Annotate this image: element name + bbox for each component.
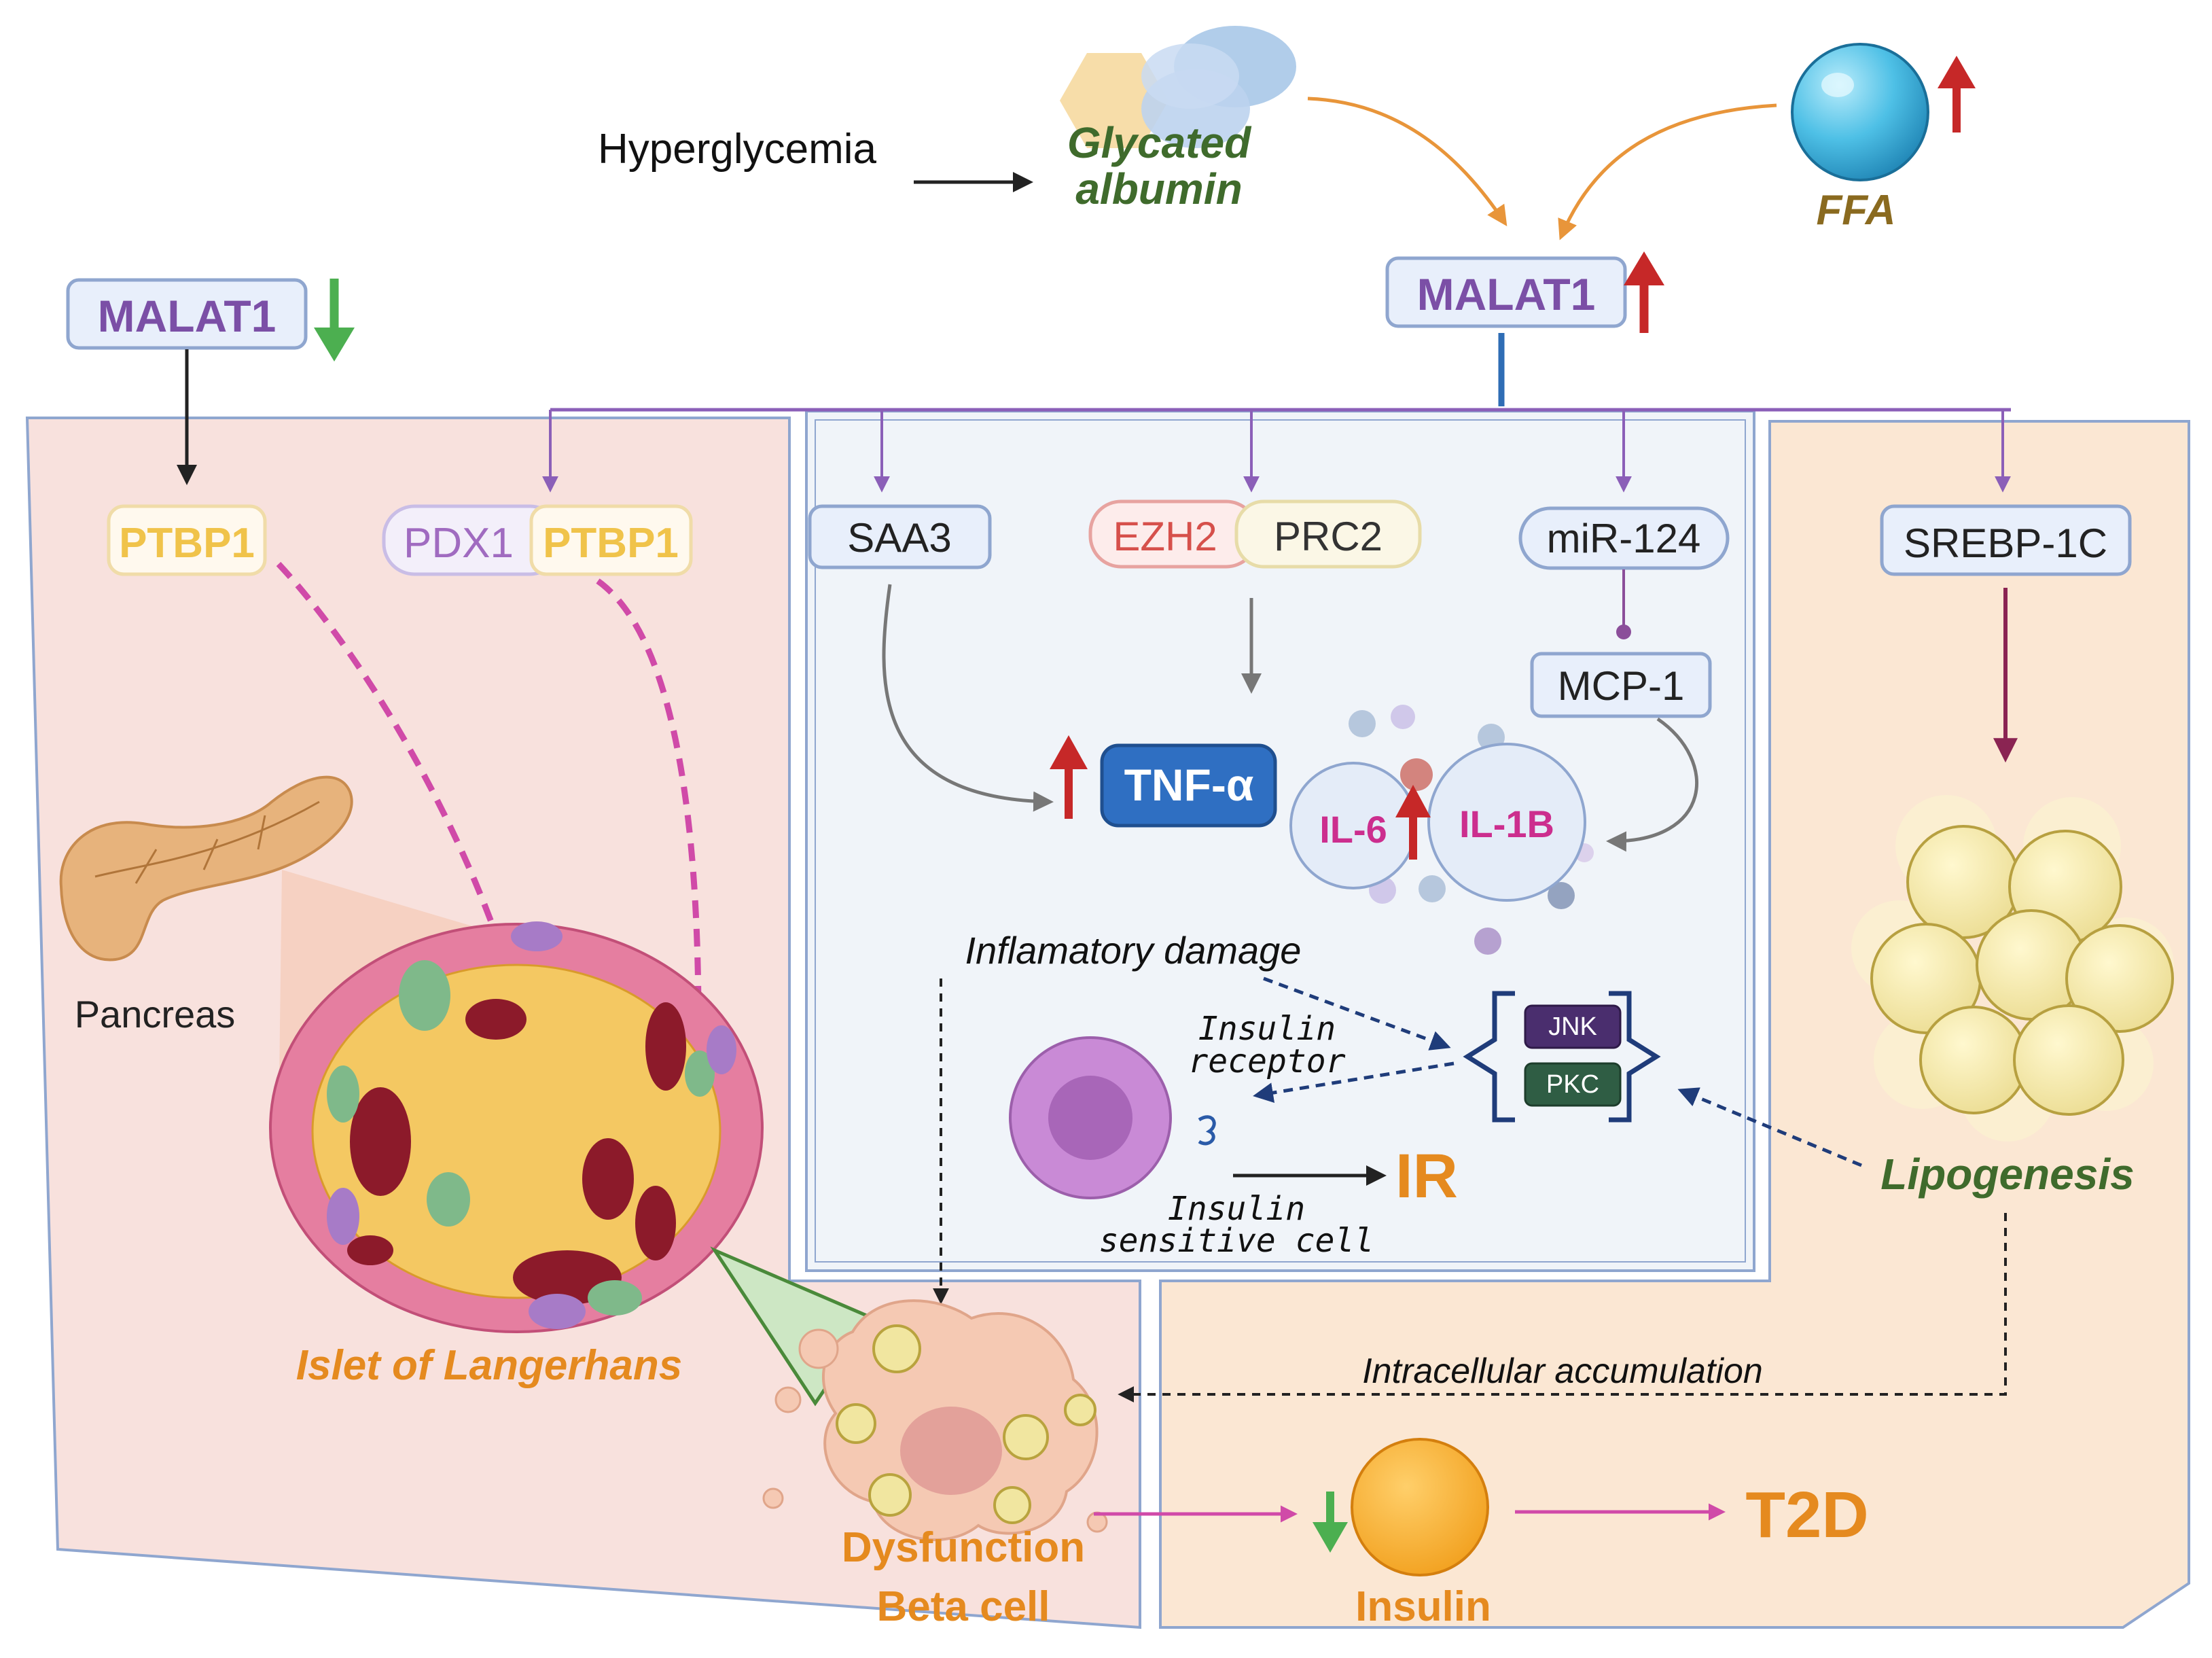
- glycated-label-2: albumin: [1075, 164, 1242, 213]
- ptbp1-left-box: [107, 504, 267, 576]
- ezh2-label: EZH2: [1113, 514, 1217, 559]
- il1b-circle: [1427, 743, 1586, 902]
- pkc-box: [1524, 1062, 1622, 1107]
- malat1-top-label: MALAT1: [1417, 269, 1596, 319]
- lipogenesis-label: Lipogenesis: [1880, 1150, 2134, 1199]
- ptbp1-mid-label: PTBP1: [543, 520, 679, 567]
- il6-label: IL-6: [1319, 808, 1387, 851]
- il1b-label: IL-1B: [1459, 802, 1554, 845]
- glycated-albumin-icon: [1060, 26, 1296, 148]
- saa3-box: [808, 504, 992, 569]
- insulin-label: Insulin: [1355, 1583, 1491, 1630]
- ir-label: IR: [1395, 1142, 1458, 1211]
- ffa-up-arrow-icon: [1938, 56, 1976, 133]
- insulin-sensitive-cell-icon: [1009, 1036, 1216, 1199]
- cytokine-dots-icon: [1349, 705, 1594, 955]
- islet-label: Islet of Langerhans: [296, 1342, 682, 1389]
- malat1-down-arrow-icon: [314, 279, 355, 361]
- saa3-label: SAA3: [847, 515, 951, 561]
- t2d-label: T2D: [1745, 1479, 1868, 1551]
- insulin-receptor-label-2: receptor: [1188, 1042, 1345, 1080]
- pancreas-label: Pancreas: [75, 993, 236, 1036]
- ptbp1-mid-box: [529, 504, 693, 576]
- il-up-arrow-icon: [1395, 785, 1431, 860]
- ffa-icon: [1791, 43, 1929, 181]
- malat1-left-box: [66, 278, 308, 350]
- ffa-label: FFA: [1816, 187, 1895, 234]
- pkc-label: PKC: [1546, 1070, 1599, 1099]
- tnf-label: TNF-α: [1124, 760, 1254, 810]
- insulin-receptor-label-1: Insulin: [1198, 1010, 1336, 1048]
- jnk-box: [1524, 1004, 1622, 1049]
- glycated-label-1: Glycated: [1067, 118, 1252, 167]
- prc2-label: PRC2: [1274, 514, 1382, 559]
- srebp-label: SREBP-1C: [1904, 521, 2107, 566]
- dysfunction-label-2: Beta cell: [876, 1583, 1050, 1630]
- dysfunction-label-1: Dysfunction: [842, 1524, 1085, 1571]
- adipocyte-cluster-icon: [1851, 795, 2174, 1142]
- malat1-top-box: [1385, 256, 1627, 328]
- insulin-sensitive-label-1: Insulin: [1168, 1190, 1305, 1228]
- mcp1-label: MCP-1: [1558, 663, 1685, 709]
- inflam-damage-label: Inflamatory damage: [965, 929, 1302, 972]
- prc2-box: [1234, 499, 1422, 569]
- insulin-sensitive-label-2: sensitive cell: [1099, 1222, 1374, 1260]
- right-panel: [1159, 420, 2190, 1629]
- pdx1-label: PDX1: [404, 520, 514, 567]
- malat1-left-label: MALAT1: [98, 291, 276, 341]
- intracellular-label: Intracellular accumulation: [1362, 1352, 1763, 1391]
- kinase-bracket-icon: [1463, 991, 1661, 1123]
- srebp-box: [1880, 504, 2132, 576]
- tnf-box: [1100, 743, 1277, 828]
- insulin-circle: [1351, 1438, 1489, 1576]
- insulin-down-arrow-icon: [1313, 1492, 1348, 1553]
- pancreas-icon: [59, 775, 353, 962]
- mir124-box: [1518, 506, 1730, 570]
- mir124-label: miR-124: [1547, 516, 1701, 561]
- mcp1-box: [1530, 652, 1712, 718]
- tnf-up-arrow-icon: [1050, 735, 1088, 819]
- malat1-up-arrow-icon: [1624, 251, 1664, 333]
- ptbp1-left-label: PTBP1: [119, 520, 255, 567]
- hyperglycemia-label: Hyperglycemia: [598, 126, 877, 173]
- jnk-label: JNK: [1548, 1012, 1597, 1041]
- dysfunction-beta-cell-icon: [762, 1299, 1108, 1541]
- islet-icon: [269, 921, 764, 1333]
